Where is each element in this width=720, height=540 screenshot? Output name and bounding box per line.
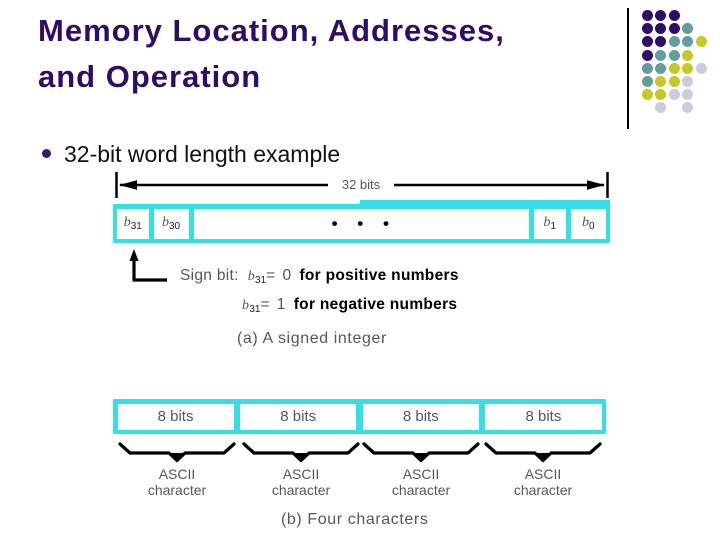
sign-bit-pointer-arrow bbox=[129, 249, 167, 282]
decor-dot bbox=[655, 89, 667, 101]
decor-dot bbox=[655, 36, 667, 48]
register-cell-b31: b31 bbox=[117, 208, 149, 239]
decor-dot bbox=[695, 62, 707, 74]
decor-dot bbox=[642, 49, 653, 61]
decor-dot bbox=[682, 62, 694, 74]
decor-dot bbox=[668, 62, 680, 74]
ascii-label-3-line2: character bbox=[513, 482, 573, 498]
byte-cell-0: 8 bits bbox=[117, 403, 234, 430]
sign-bit-prefix: Sign bit: bbox=[180, 267, 239, 284]
width-measure-arrow bbox=[115, 172, 609, 198]
byte-cell-2: 8 bits bbox=[362, 403, 479, 430]
sign-bit-var: b31 bbox=[247, 269, 267, 286]
sign-bit-var2: b31 bbox=[242, 298, 261, 315]
decor-dot bbox=[668, 23, 680, 35]
decor-dot bbox=[695, 36, 707, 48]
decor-dot bbox=[655, 23, 667, 35]
ascii-label-1-line1: ASCII bbox=[282, 466, 320, 482]
register-cell-middle: • • • bbox=[193, 208, 529, 239]
underbrace-3 bbox=[484, 442, 602, 463]
bullet-icon bbox=[42, 149, 51, 158]
decor-dot bbox=[668, 75, 680, 87]
decor-dot-grid bbox=[641, 9, 708, 115]
decor-dot bbox=[668, 89, 680, 101]
register-box: b31 b30 • • • b1 b0 bbox=[113, 204, 610, 243]
sign-bit-value-1: 1 bbox=[276, 296, 286, 313]
sign-bit-eq: = bbox=[266, 267, 276, 284]
ascii-label-3: ASCII character bbox=[488, 466, 598, 498]
ascii-label-1: ASCII character bbox=[246, 466, 356, 498]
sign-bit-value-0: 0 bbox=[282, 267, 292, 284]
register-cell-b1: b1 bbox=[533, 208, 566, 239]
decor-dot bbox=[655, 62, 667, 74]
byte-cell-1: 8 bits bbox=[240, 403, 357, 430]
decor-dot bbox=[682, 36, 694, 48]
decor-dot bbox=[655, 49, 667, 61]
underbrace-2 bbox=[362, 442, 480, 463]
register-cell-b30: b30 bbox=[153, 208, 189, 239]
decor-dot bbox=[642, 36, 653, 48]
decor-dot bbox=[642, 10, 653, 21]
ascii-label-0-line2: character bbox=[147, 482, 207, 498]
bit-label-b30: b30 bbox=[161, 215, 181, 232]
ellipsis-dots: • • • bbox=[331, 213, 391, 233]
slide-title-line1: Memory Location, Addresses, bbox=[38, 13, 505, 48]
decor-dot bbox=[655, 102, 667, 114]
decor-dot bbox=[682, 23, 694, 35]
ascii-label-3-line1: ASCII bbox=[524, 466, 562, 482]
width-measure-label: 32 bits bbox=[341, 177, 381, 192]
ascii-label-2-line1: ASCII bbox=[402, 466, 440, 482]
decor-dot bbox=[682, 75, 694, 87]
caption-a: (a) A signed integer bbox=[237, 330, 387, 347]
decor-dot bbox=[655, 75, 667, 87]
sign-bit-case2-text: for negative numbers bbox=[293, 296, 458, 313]
sign-bit-eq2: = bbox=[260, 296, 270, 313]
slide-title: Memory Location, Addresses, and Operatio… bbox=[38, 8, 623, 100]
bytes-box: 8 bits 8 bits 8 bits 8 bits bbox=[113, 399, 606, 434]
byte-cell-3: 8 bits bbox=[485, 403, 602, 430]
decor-dot bbox=[668, 10, 680, 21]
underbrace-1 bbox=[242, 442, 360, 463]
register-cell-b0: b0 bbox=[570, 208, 606, 239]
decor-dot bbox=[642, 62, 653, 74]
ascii-label-0-line1: ASCII bbox=[158, 466, 196, 482]
sign-bit-note-line2: b31= 1 for negative numbers bbox=[242, 293, 459, 322]
decor-dot bbox=[682, 49, 694, 61]
decor-dot bbox=[642, 75, 653, 87]
decor-dot bbox=[682, 102, 694, 114]
ascii-label-0: ASCII character bbox=[122, 466, 232, 498]
sign-bit-note-line1: Sign bit: b31= 0 for positive numbers bbox=[180, 264, 459, 293]
decor-dot bbox=[668, 49, 680, 61]
sign-bit-case1-text: for positive numbers bbox=[299, 267, 459, 284]
decor-dot bbox=[642, 89, 653, 101]
slide-title-line2: and Operation bbox=[38, 59, 262, 94]
ascii-label-1-line2: character bbox=[271, 482, 331, 498]
decor-dot bbox=[642, 23, 653, 35]
register-top-border-accent bbox=[360, 200, 610, 206]
ascii-label-2-line2: character bbox=[391, 482, 451, 498]
decor-vertical-rule bbox=[627, 8, 629, 129]
underbrace-0 bbox=[118, 442, 236, 463]
bit-label-b31: b31 bbox=[123, 215, 142, 232]
bit-label-b1: b1 bbox=[543, 215, 557, 232]
bit-label-b0: b0 bbox=[581, 215, 595, 232]
bullet-text: 32-bit word length example bbox=[64, 141, 341, 167]
caption-b: (b) Four characters bbox=[281, 511, 429, 528]
decor-dot bbox=[682, 89, 694, 101]
ascii-label-2: ASCII character bbox=[366, 466, 476, 498]
decor-dot bbox=[668, 36, 680, 48]
decor-dot bbox=[655, 10, 667, 21]
